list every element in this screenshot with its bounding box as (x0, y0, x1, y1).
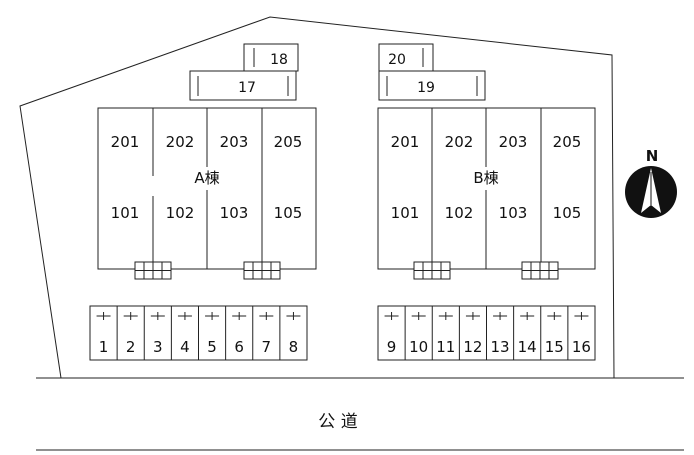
lot-17-label: 17 (238, 80, 256, 96)
room-b-101: 101 (391, 204, 420, 222)
compass: N (625, 147, 677, 218)
lot-20-label: 20 (388, 52, 406, 68)
road-label: 公 道 (318, 412, 357, 432)
parking-space-label: 15 (545, 338, 564, 356)
room-a-205: 205 (274, 133, 303, 151)
room-b-201: 201 (391, 133, 420, 151)
room-b-205: 205 (553, 133, 582, 151)
property-boundary (19, 16, 615, 379)
lot-19 (378, 70, 486, 101)
parking-space-label: 3 (153, 338, 163, 356)
room-b-203: 203 (499, 133, 528, 151)
room-b-202: 202 (445, 133, 474, 151)
lot-20 (378, 43, 434, 72)
lot-18-label: 18 (270, 52, 288, 68)
lot-19-label: 19 (417, 80, 435, 96)
room-b-102: 102 (445, 204, 474, 222)
building-b-bike-rack-left (413, 261, 451, 280)
room-a-101: 101 (111, 204, 140, 222)
parking-space-label: 6 (234, 338, 244, 356)
public-road: 公 道 (36, 377, 684, 451)
building-b-bike-rack-right (521, 261, 559, 280)
parking-space-label: 10 (409, 338, 428, 356)
parking-space-label: 5 (207, 338, 217, 356)
parking-space-label: 4 (180, 338, 190, 356)
room-a-203: 203 (220, 133, 249, 151)
room-a-102: 102 (166, 204, 195, 222)
parking-space-label: 7 (262, 338, 272, 356)
building-a: 201 202 203 205 A棟 101 102 103 105 (97, 107, 317, 280)
parking-space-label: 1 (99, 338, 109, 356)
compass-north-label: N (646, 147, 659, 165)
parking-space-label: 8 (289, 338, 299, 356)
room-a-105: 105 (274, 204, 303, 222)
parking-space-label: 2 (126, 338, 136, 356)
parking-space-label: 14 (518, 338, 537, 356)
parking-space-label: 16 (572, 338, 591, 356)
building-a-label: A棟 (194, 169, 219, 187)
room-a-201: 201 (111, 133, 140, 151)
room-a-103: 103 (220, 204, 249, 222)
room-b-103: 103 (499, 204, 528, 222)
building-b: 201 202 203 205 B棟 101 102 103 105 (377, 107, 596, 280)
north-arrow-icon (625, 166, 677, 218)
lot-18 (243, 43, 299, 72)
lot-group-17-18: 18 17 (189, 43, 299, 101)
building-a-bike-rack-right (243, 261, 281, 280)
room-a-202: 202 (166, 133, 195, 151)
building-a-bike-rack-left (134, 261, 172, 280)
room-b-105: 105 (553, 204, 582, 222)
parking-row-right: 9 10 11 12 13 14 15 16 (377, 305, 596, 361)
parking-space-label: 9 (387, 338, 397, 356)
lot-17 (189, 70, 297, 101)
lot-group-19-20: 20 19 (378, 43, 486, 101)
parking-space-label: 12 (463, 338, 482, 356)
parking-space-label: 11 (436, 338, 455, 356)
boundary-line (19, 16, 615, 379)
building-b-label: B棟 (473, 169, 498, 187)
parking-space-label: 13 (491, 338, 510, 356)
